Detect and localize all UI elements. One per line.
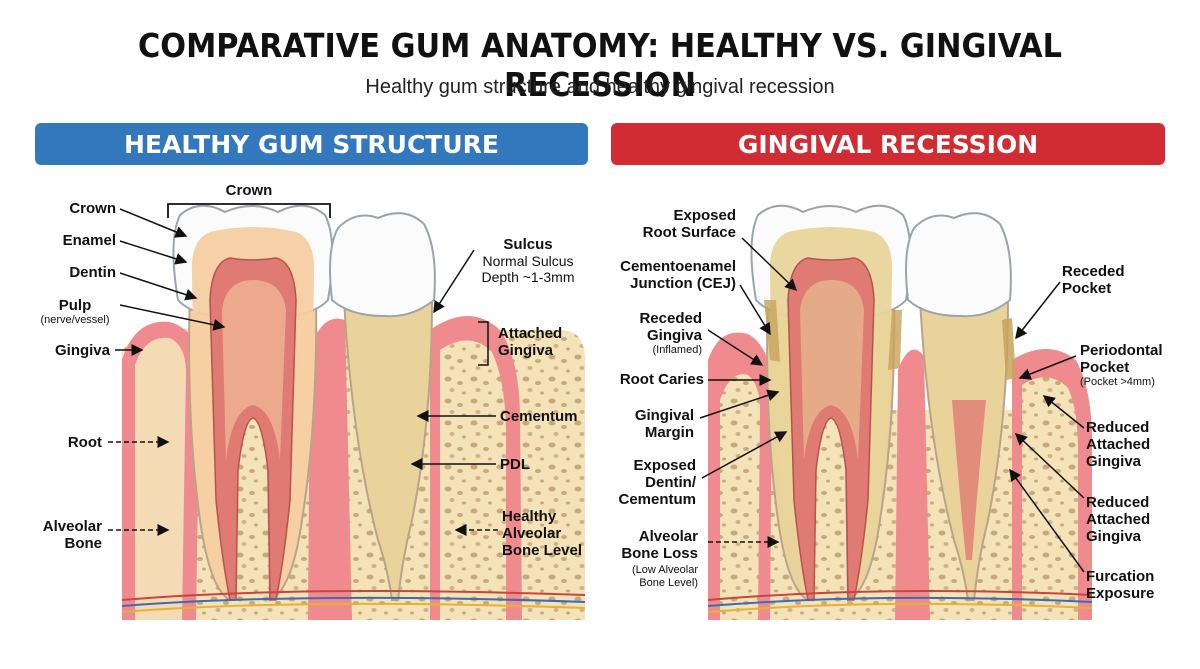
recession-diagram <box>699 204 1093 620</box>
healthy-gingiva-right-inner <box>440 340 506 620</box>
label-exposed-dentin-line2: Dentin/ <box>645 474 696 491</box>
healthy-incisor-crown <box>329 212 436 318</box>
recession-incisor-crown <box>905 212 1012 318</box>
label-exposed-dentin-line1: Exposed <box>633 457 696 474</box>
label-alveolar-line2: Bone <box>64 535 103 552</box>
label-receded-gingiva-line1: Receded <box>639 310 702 327</box>
recession-gingiva-left-inner <box>720 374 760 620</box>
label-reduced-attached-gingiva-a: Reduced Attached Gingiva <box>1086 419 1150 470</box>
healthy-diagram <box>108 203 586 620</box>
label-exposed-root-surface: Exposed Root Surface <box>620 207 736 241</box>
label-cej: Cementoenamel Junction (CEJ) <box>606 258 736 292</box>
label-enamel: Enamel <box>62 232 116 249</box>
label-gingival-margin: Gingival Margin <box>612 407 694 441</box>
label-reduced-a-line2: Attached <box>1086 436 1151 453</box>
label-exposed-root-line2: Root Surface <box>642 224 736 241</box>
label-reduced-b-line2: Attached <box>1086 511 1151 528</box>
label-root: Root <box>67 434 102 451</box>
label-healthy-line2: Alveolar <box>502 525 562 542</box>
label-attached-line1: Attached <box>498 325 563 342</box>
label-sulcus: Sulcus Normal Sulcus Depth ~1-3mm <box>468 236 588 285</box>
recession-gingiva-middle <box>895 349 930 620</box>
label-receded-gingiva: Receded Gingiva (Inflamed) <box>612 310 702 357</box>
healthy-vessel-line <box>121 596 586 607</box>
label-perio-line2: Pocket <box>1080 359 1130 376</box>
label-sulcus-note-1: Normal Sulcus <box>482 253 574 269</box>
label-perio-line1: Periodontal <box>1080 342 1163 359</box>
recession-molar-pulp-inner <box>800 280 864 460</box>
label-pdl: PDL <box>500 456 530 473</box>
label-perio-note: (Pocket >4mm) <box>1080 376 1155 388</box>
label-furcation-line1: Furcation <box>1086 568 1155 585</box>
healthy-panel-heading: HEALTHY GUM STRUCTURE <box>35 123 588 165</box>
label-bone-loss-line2: Bone Loss <box>621 545 698 562</box>
page-subtitle: Healthy gum structure and healthy gingiv… <box>365 76 835 98</box>
label-crown: Crown <box>69 200 116 217</box>
label-attached-gingiva: Attached Gingiva <box>498 325 562 359</box>
label-dentin: Dentin <box>69 264 116 281</box>
label-reduced-b-line3: Gingiva <box>1086 528 1142 545</box>
label-pulp: Pulp (nerve/vessel) <box>30 297 120 327</box>
label-exposed-root-line1: Exposed <box>673 207 736 224</box>
label-cej-line2: Junction (CEJ) <box>630 275 736 292</box>
recession-incisor-furcation <box>952 400 986 560</box>
healthy-nerve-line <box>121 590 586 601</box>
label-periodontal-pocket: Periodontal Pocket (Pocket >4mm) <box>1080 342 1163 389</box>
recession-nerve-line-2 <box>707 602 1093 613</box>
label-alveolar-line1: Alveolar <box>42 518 102 535</box>
label-alveolar-bone: Alveolar Bone <box>30 518 102 552</box>
label-attached-line2: Gingiva <box>498 342 554 359</box>
label-furcation-exposure: Furcation Exposure <box>1086 568 1154 602</box>
label-reduced-a-line1: Reduced <box>1086 419 1150 436</box>
label-crown-bracket: Crown <box>225 182 273 199</box>
recession-incisor-band <box>1002 318 1016 380</box>
exposed-root-band-right <box>888 310 902 370</box>
label-gingival-margin-line2: Margin <box>644 424 694 441</box>
label-exposed-dentin-line3: Cementum <box>618 491 696 508</box>
label-bone-loss-note2: Bone Level) <box>639 577 698 589</box>
label-receded-pocket: Receded Pocket <box>1062 263 1125 297</box>
label-healthy-bone-level: Healthy Alveolar Bone Level <box>502 508 582 559</box>
label-receded-gingiva-note: (Inflamed) <box>652 344 702 356</box>
recession-gingiva-right-inner <box>1022 377 1078 620</box>
label-gingiva: Gingiva <box>54 342 110 359</box>
label-cementum: Cementum <box>500 408 578 425</box>
recession-panel-heading: GINGIVAL RECESSION <box>611 123 1165 165</box>
exposed-root-band-left <box>764 300 780 362</box>
label-reduced-a-line3: Gingiva <box>1086 453 1142 470</box>
label-receded-pocket-line2: Pocket <box>1062 280 1112 297</box>
label-cej-line1: Cementoenamel <box>620 258 736 275</box>
label-alveolar-bone-loss: Alveolar Bone Loss (Low Alveolar Bone Le… <box>612 528 698 590</box>
label-bone-loss-note1: (Low Alveolar <box>631 564 698 576</box>
label-reduced-b-line1: Reduced <box>1086 494 1150 511</box>
label-pulp-note: (nerve/vessel) <box>40 314 110 326</box>
label-healthy-line3: Bone Level <box>502 542 583 559</box>
crown-bracket <box>167 203 331 218</box>
label-pulp-text: Pulp <box>58 297 92 314</box>
label-exposed-dentin: Exposed Dentin/ Cementum <box>612 457 696 508</box>
label-reduced-attached-gingiva-b: Reduced Attached Gingiva <box>1086 494 1150 545</box>
label-sulcus-text: Sulcus <box>503 236 553 253</box>
label-sulcus-note-2: Depth ~1-3mm <box>481 269 575 285</box>
healthy-nerve-line-2 <box>121 602 586 613</box>
page-title: COMPARATIVE GUM ANATOMY: HEALTHY VS. GIN… <box>138 26 1062 104</box>
recession-nerve-line <box>707 590 1093 601</box>
healthy-gingiva-middle <box>308 318 352 620</box>
label-bone-loss-line1: Alveolar <box>638 528 698 545</box>
label-receded-pocket-line1: Receded <box>1062 263 1125 280</box>
healthy-molar-pulp-inner <box>222 280 286 460</box>
recession-vessel-line <box>707 596 1093 607</box>
label-root-caries: Root Caries <box>619 371 704 388</box>
label-receded-gingiva-line2: Gingiva <box>646 327 702 344</box>
label-gingival-margin-line1: Gingival <box>634 407 694 424</box>
healthy-gingiva-left-inner <box>135 337 186 620</box>
label-healthy-line1: Healthy <box>502 508 557 525</box>
label-furcation-line2: Exposure <box>1086 585 1155 602</box>
